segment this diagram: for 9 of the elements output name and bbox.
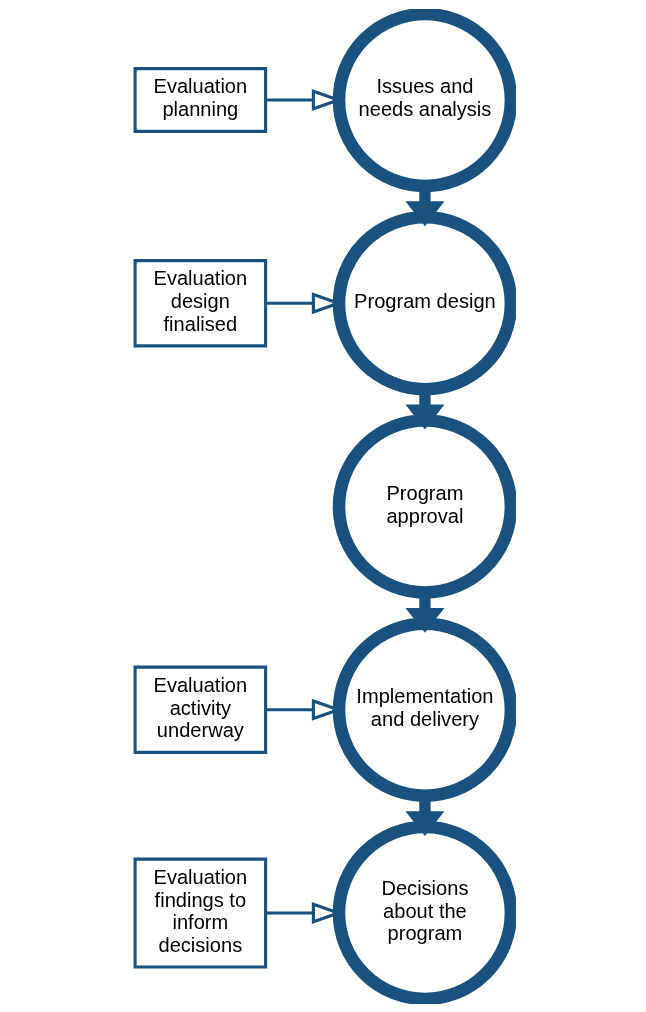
node-circle: Decisions about the program — [332, 820, 516, 1004]
node-box: Evaluation planning — [133, 66, 268, 133]
node-circle: Issues and needs analysis — [332, 8, 516, 192]
node-box: Evaluation design finalised — [133, 258, 268, 347]
node-box: Evaluation activity underway — [133, 665, 268, 754]
node-circle: Program approval — [332, 413, 516, 599]
node-circle: Program design — [332, 210, 516, 395]
node-box: Evaluation findings to inform decisions — [133, 857, 268, 969]
node-circle: Implementation and delivery — [332, 617, 516, 802]
